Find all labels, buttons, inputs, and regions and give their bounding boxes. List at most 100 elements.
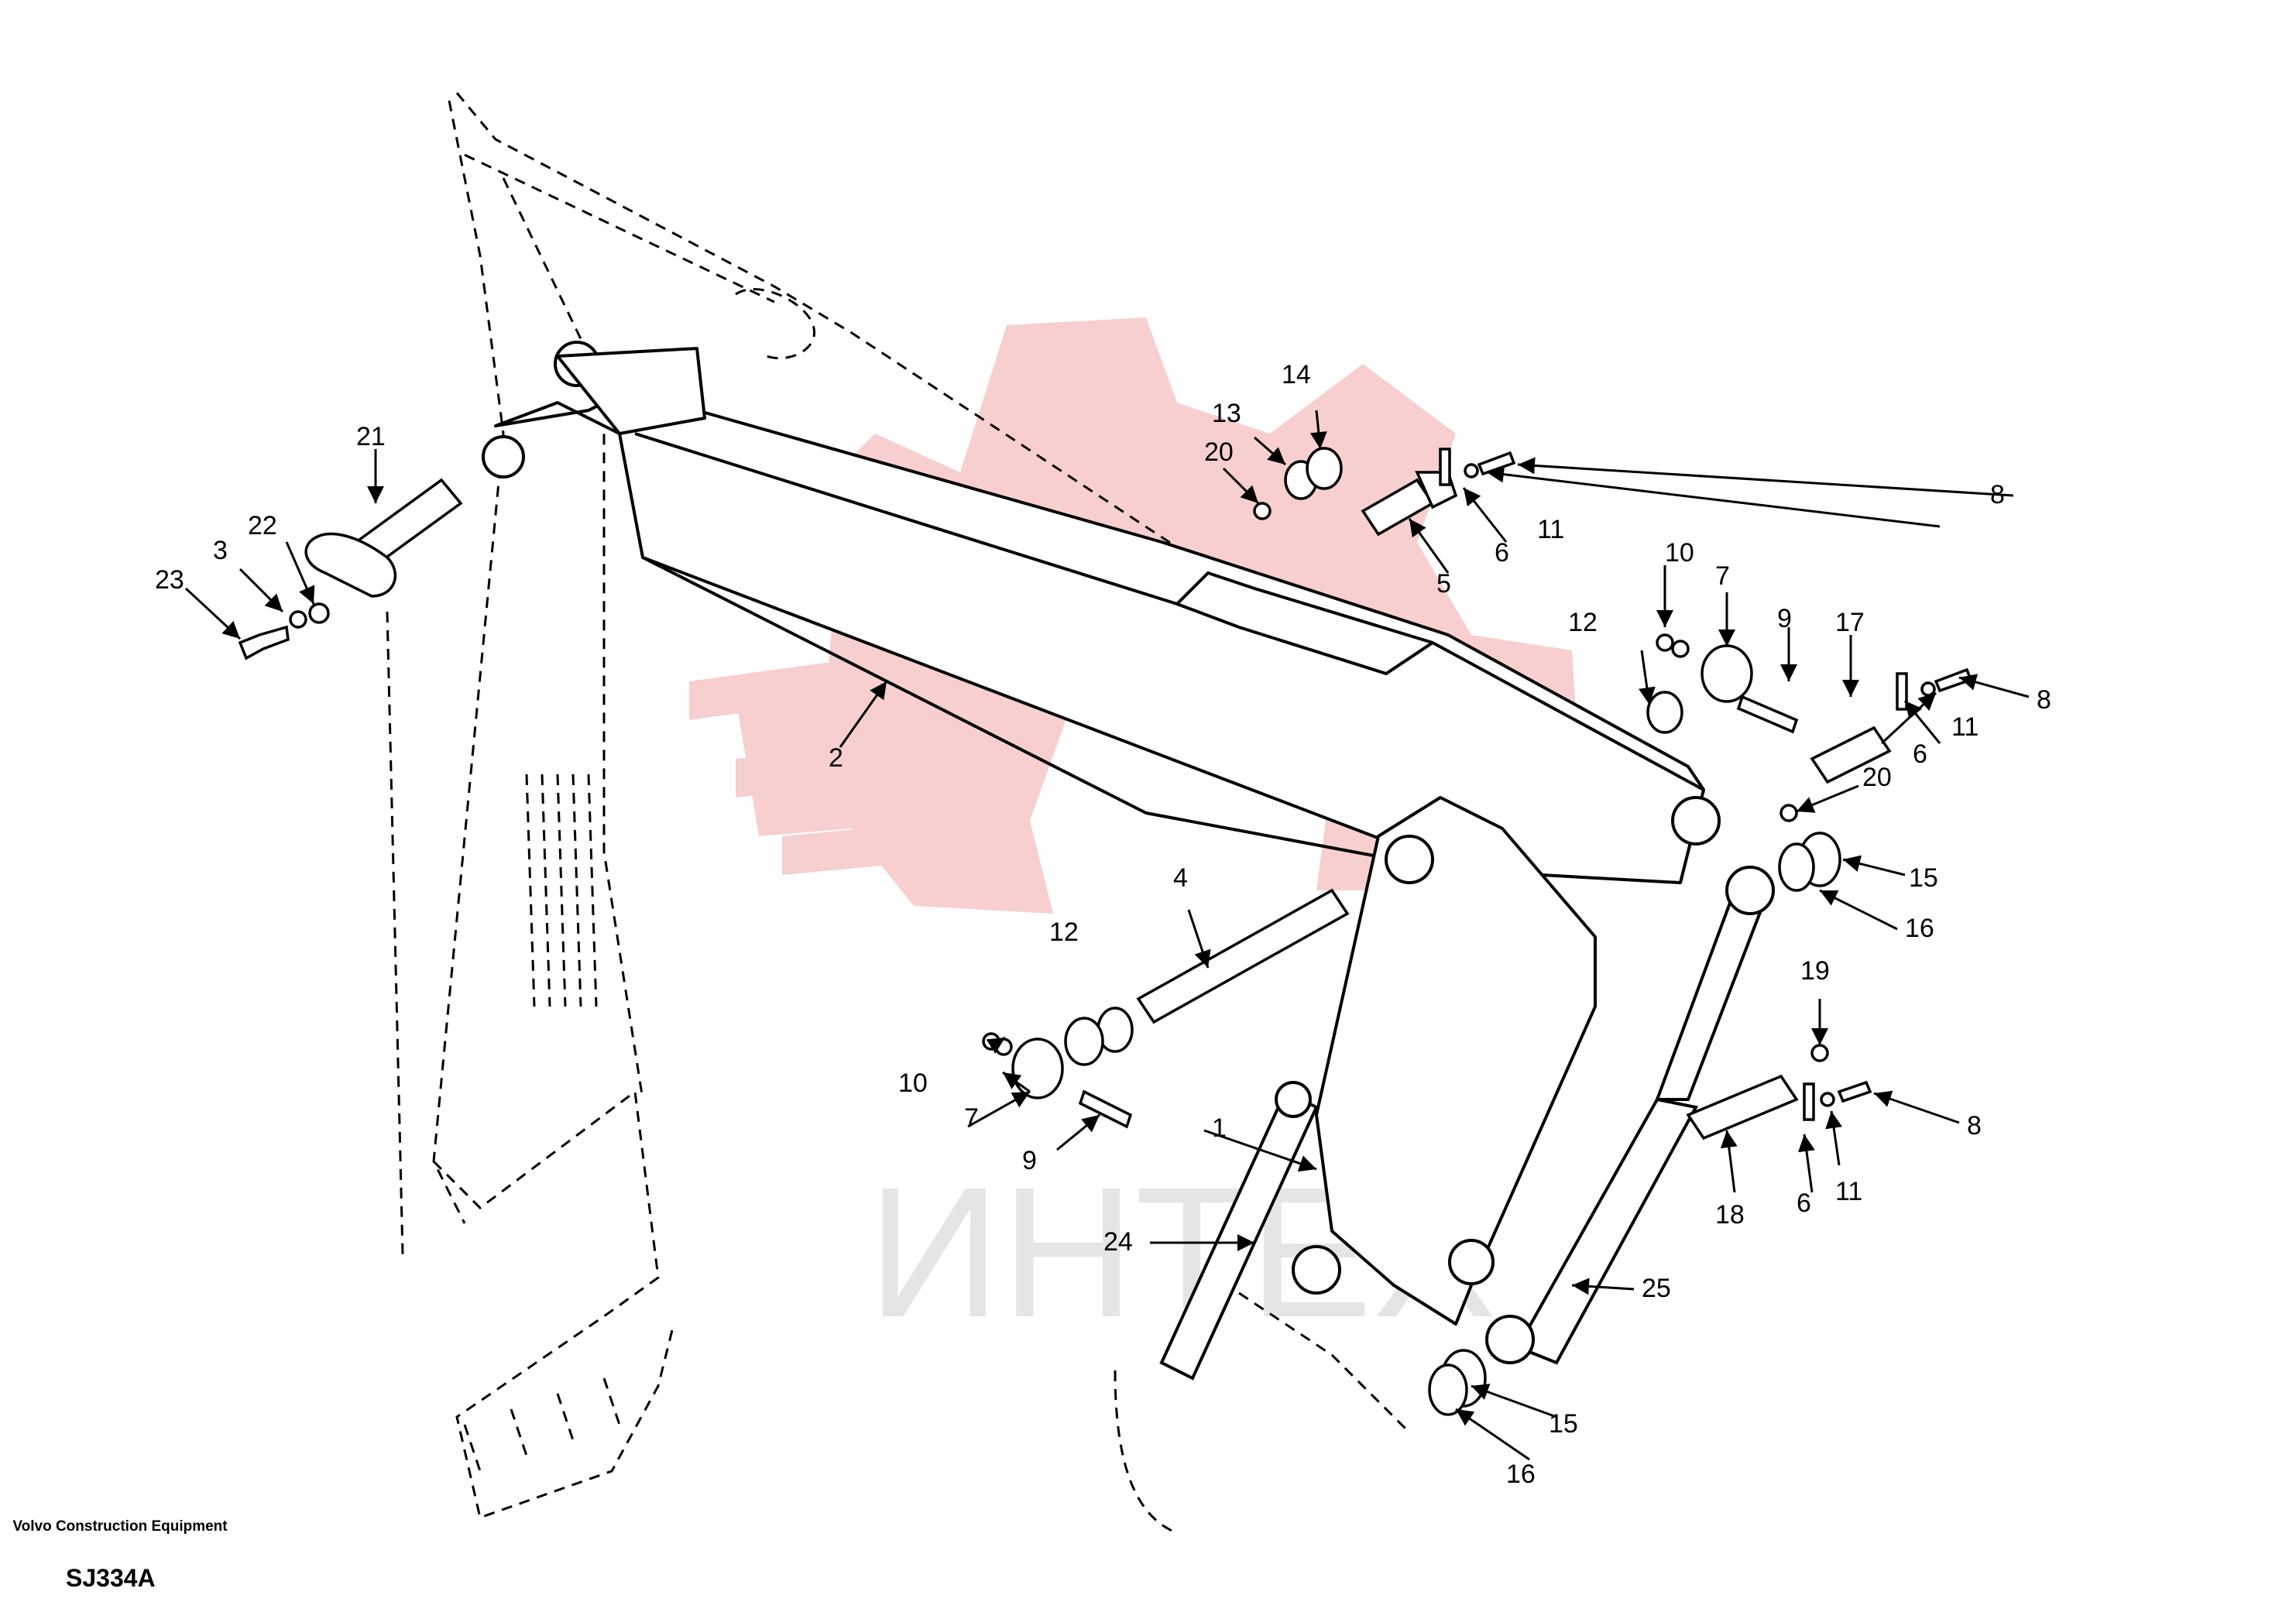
- callout-5: 5: [1436, 569, 1451, 599]
- phantom-link-lines: [525, 773, 598, 1007]
- pin-4: [1136, 888, 1350, 1024]
- lock-plate-6-low: [1803, 1082, 1815, 1121]
- nut-20-top: [1253, 502, 1272, 520]
- pin-21-plate: [304, 532, 396, 598]
- callout-22: 22: [248, 511, 277, 540]
- callout-25: 25: [1642, 1274, 1671, 1303]
- boom-lower-edge: [642, 556, 1395, 861]
- callout-6c: 6: [1797, 1189, 1811, 1218]
- callout-12b: 12: [1568, 608, 1598, 637]
- callout-8c: 8: [1967, 1111, 1982, 1141]
- company-name: Volvo Construction Equipment: [12, 1518, 228, 1535]
- collar-7-center: [1011, 1038, 1064, 1099]
- cylinder-24-eye: [1275, 1081, 1312, 1118]
- phantom-pin-line: [386, 611, 404, 1255]
- phantom-bucket: [432, 1089, 675, 1519]
- phantom-arm-cylinder: [455, 92, 1193, 559]
- phantom-arm-bucket: [386, 92, 1411, 1535]
- callout-23: 23: [155, 565, 184, 595]
- callout-20a: 20: [1204, 437, 1234, 467]
- phantom-boom-foot: [1114, 1291, 1411, 1535]
- pin-17: [1810, 725, 1892, 784]
- callout-16b: 16: [1506, 1460, 1536, 1489]
- callout-6a: 6: [1495, 538, 1509, 568]
- washer-16-top: [1778, 842, 1815, 892]
- boom-foot-pin-hole: [1385, 835, 1434, 884]
- callout-12a: 12: [1049, 918, 1079, 947]
- callout-15a: 15: [1909, 863, 1938, 893]
- washer-11-mid: [1920, 681, 1936, 697]
- cylinder-25-barrel: [1515, 1097, 1699, 1365]
- callout-1: 1: [1212, 1113, 1227, 1143]
- callout-10a: 10: [898, 1068, 928, 1098]
- bolt-9-center: [1078, 1089, 1133, 1129]
- callout-6b: 6: [1913, 739, 1927, 769]
- callout-19: 19: [1800, 956, 1830, 986]
- callout-9a: 9: [1022, 1146, 1037, 1175]
- cylinder-25-eye: [1725, 866, 1775, 915]
- washer-11-low: [1820, 1092, 1835, 1107]
- nut-10-right: [1656, 633, 1674, 652]
- washer-12-center-b: [1064, 1017, 1104, 1066]
- callout-11c: 11: [1835, 1177, 1862, 1206]
- callout-8a: 8: [1990, 480, 2005, 509]
- callout-7a: 7: [964, 1103, 979, 1133]
- boom: [482, 341, 1721, 884]
- boom-end-hole: [1671, 796, 1721, 846]
- callouts: 1 2 3 4 5 6 6 6 7 7 8 8 8 9 9 10 10 11 1…: [155, 360, 2051, 1489]
- washer-3: [289, 610, 307, 629]
- cylinder-25-lower-eye: [1485, 1315, 1535, 1364]
- phantom-bucket-teeth: [463, 1377, 621, 1472]
- lock-plate-6-top: [1439, 448, 1451, 486]
- callout-4: 4: [1173, 863, 1188, 893]
- callout-17: 17: [1835, 608, 1865, 637]
- nut-10-center-b: [994, 1038, 1013, 1056]
- phantom-arm-right: [502, 177, 644, 1100]
- bolt-23: [238, 625, 290, 660]
- callout-8b: 8: [2037, 685, 2051, 715]
- bolt-9-right: [1736, 695, 1799, 734]
- boom-bracket: [1175, 571, 1434, 675]
- watermark-stripe-3: [782, 813, 1030, 875]
- callout-10b: 10: [1665, 538, 1694, 568]
- callout-3: 3: [213, 536, 228, 565]
- nut-19: [1810, 1044, 1829, 1062]
- callout-14: 14: [1282, 360, 1311, 389]
- nut-20-right: [1779, 804, 1798, 822]
- boom-foot: [1292, 796, 1597, 1326]
- callout-24: 24: [1103, 1227, 1133, 1257]
- parts: [238, 447, 1973, 1416]
- callout-11a: 11: [1537, 515, 1564, 544]
- washer-11-top: [1464, 463, 1479, 478]
- callout-13: 13: [1212, 399, 1241, 428]
- phantom-cylinder-rod: [464, 153, 816, 360]
- callout-11b: 11: [1951, 712, 1979, 742]
- callout-18: 18: [1715, 1200, 1745, 1230]
- bolt-8-top: [1477, 451, 1516, 476]
- bolt-8-low: [1837, 1080, 1872, 1103]
- callout-9b: 9: [1777, 604, 1792, 633]
- collar-7-right: [1701, 644, 1753, 703]
- callout-2: 2: [829, 743, 843, 773]
- pin-18: [1686, 1074, 1799, 1141]
- phantom-arm-left: [432, 100, 505, 1224]
- washer-14: [1306, 447, 1343, 490]
- boom-nose-pin-hole: [482, 435, 525, 478]
- washer-12-right: [1646, 691, 1683, 734]
- boom-top-lug: [556, 347, 706, 435]
- callout-16a: 16: [1905, 914, 1934, 943]
- callout-7b: 7: [1715, 561, 1730, 591]
- callout-15b: 15: [1549, 1409, 1578, 1439]
- washer-22: [308, 602, 330, 624]
- lock-plate-6-mid: [1896, 672, 1908, 711]
- watermark-stripe-2: [736, 728, 1030, 797]
- washer-16-low: [1428, 1363, 1468, 1416]
- drawing-code: SJ334A: [66, 1564, 156, 1592]
- boom-foot-lower-hole: [1292, 1245, 1341, 1295]
- callout-20b: 20: [1862, 763, 1892, 792]
- boom-foot-bottom-hole: [1448, 1239, 1495, 1285]
- leader-lines: [184, 410, 2030, 1461]
- cylinder-25: [1655, 888, 1768, 1101]
- callout-21: 21: [356, 422, 386, 451]
